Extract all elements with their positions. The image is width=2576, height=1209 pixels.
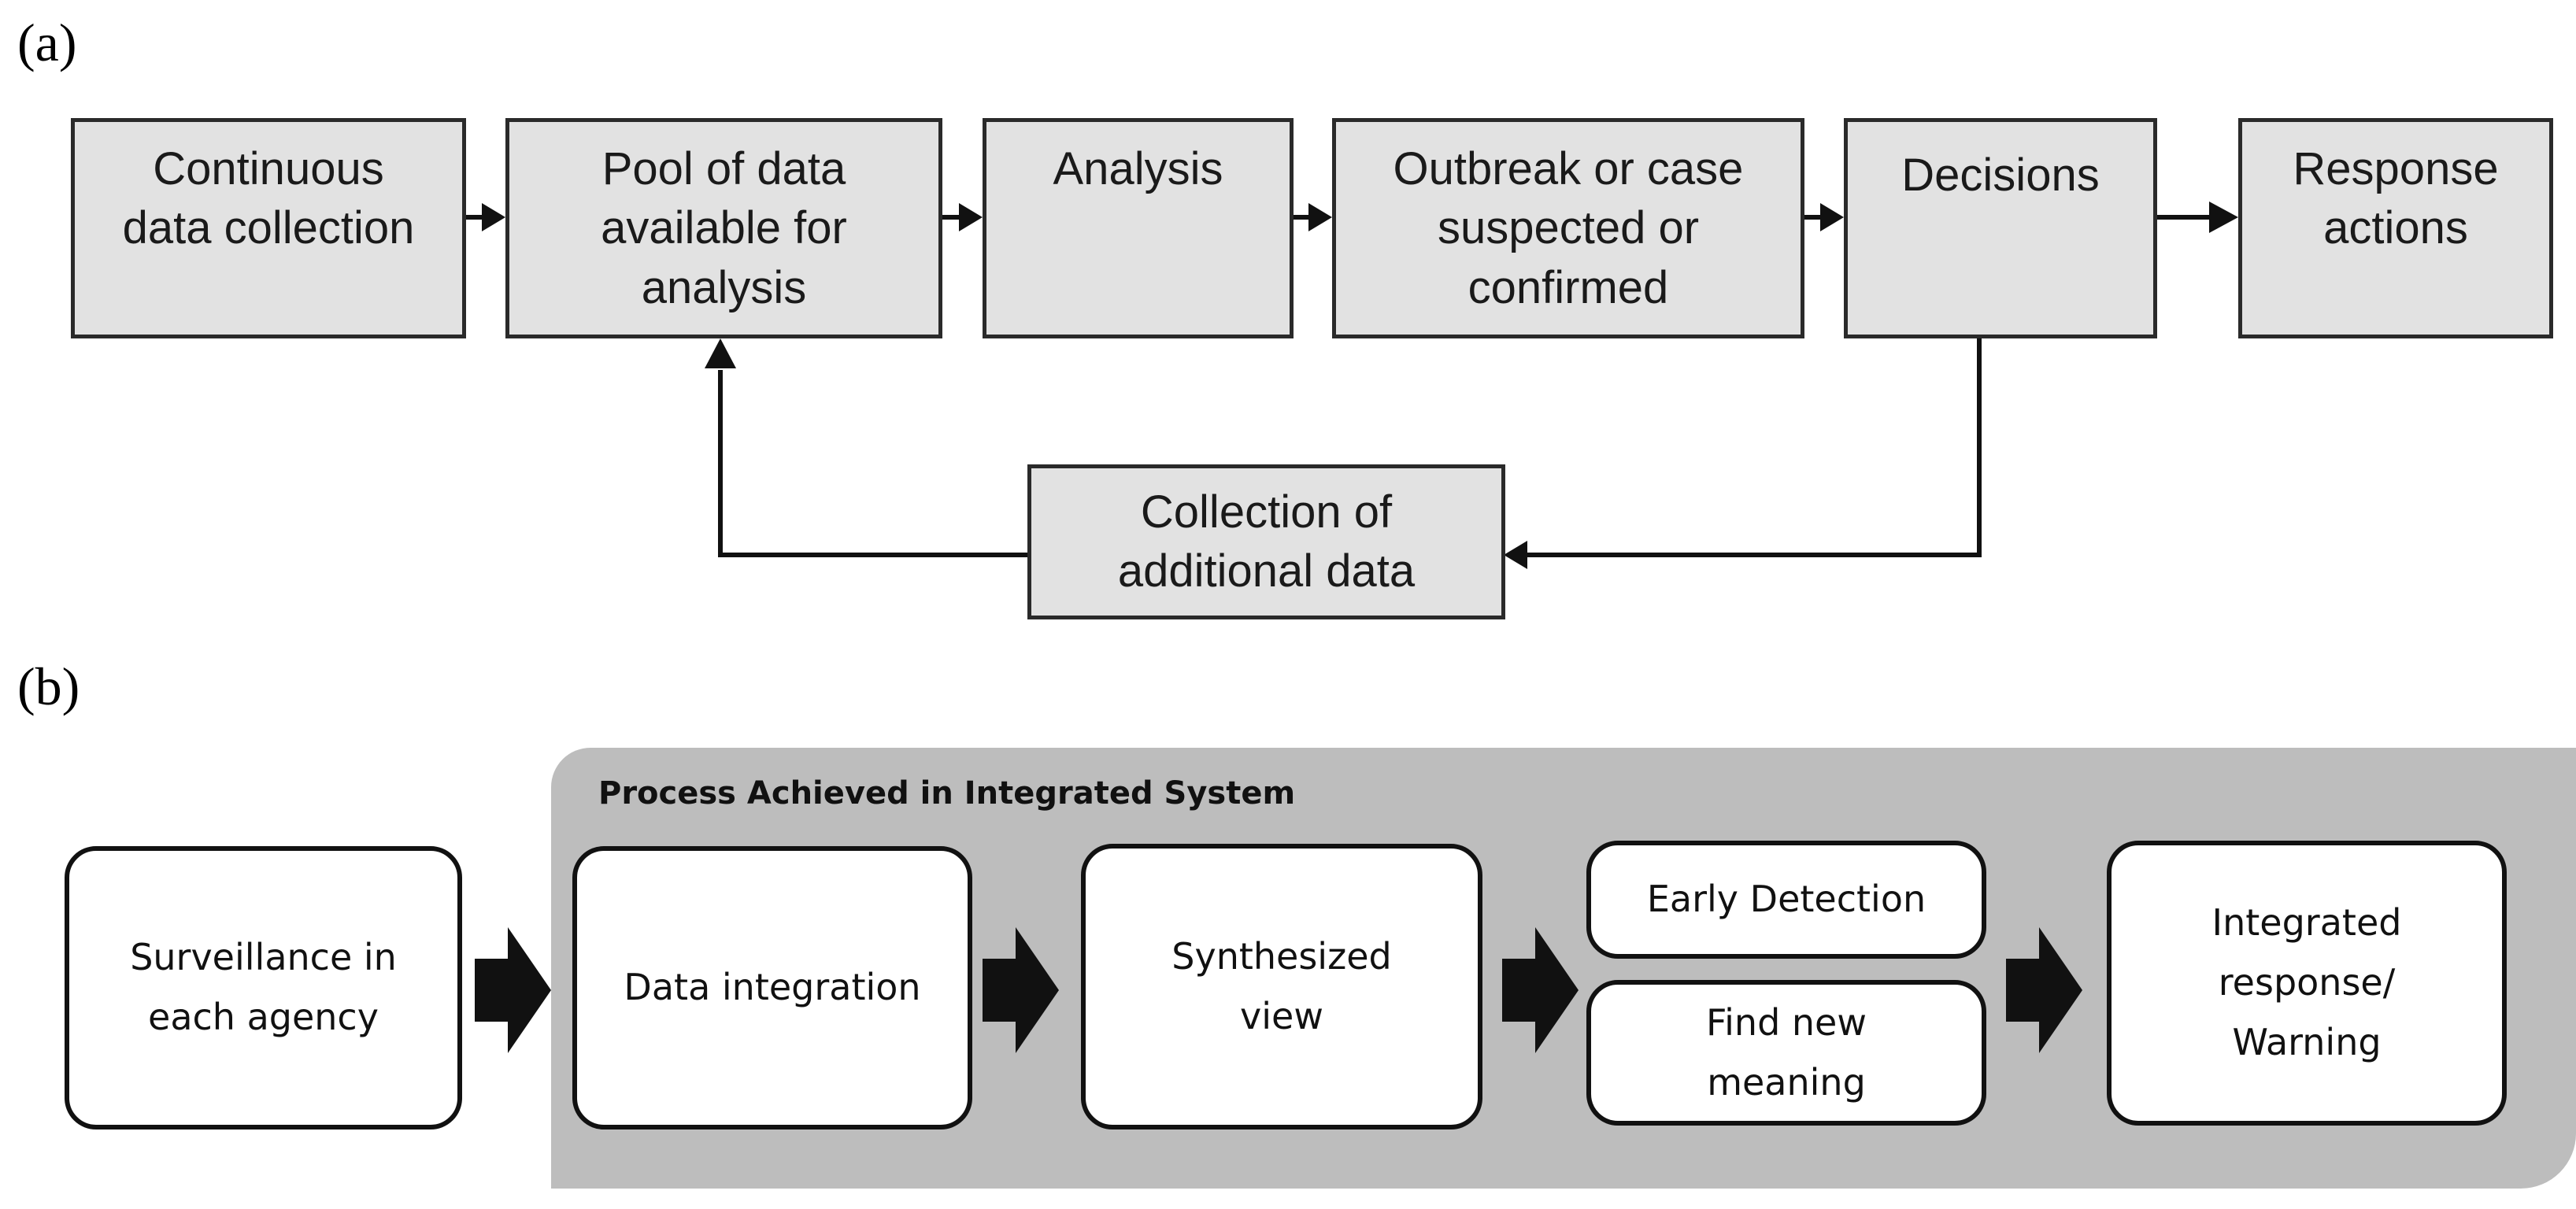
- arrowhead-analysis: [959, 203, 983, 231]
- arrowhead-outbreak: [1308, 203, 1332, 231]
- box-find-new-meaning: Find new meaning: [1586, 980, 1986, 1126]
- box-surveillance-each-agency: Surveillance in each agency: [65, 846, 462, 1130]
- box-pool-of-data: Pool of data available for analysis: [505, 118, 942, 338]
- block-arrow-2: [983, 927, 1059, 1053]
- box-continuous-data-collection: Continuous data collection: [71, 118, 466, 338]
- box-analysis: Analysis: [983, 118, 1294, 338]
- arrowhead-pool: [482, 203, 505, 231]
- arrowhead-response: [2209, 202, 2238, 233]
- arrowhead-pool-up: [705, 338, 736, 368]
- arrowhead-additional: [1504, 541, 1527, 569]
- box-synthesized-view: Synthesized view: [1081, 844, 1482, 1130]
- box-data-integration: Data integration: [572, 846, 972, 1130]
- box-collection-additional-data: Collection of additional data: [1027, 464, 1505, 619]
- block-arrow-1: [475, 927, 551, 1053]
- box-decisions: Decisions: [1844, 118, 2157, 338]
- box-outbreak-suspected-confirmed: Outbreak or case suspected or confirmed: [1332, 118, 1804, 338]
- box-integrated-response-warning: Integrated response/ Warning: [2107, 841, 2507, 1126]
- arrowhead-decisions: [1820, 203, 1844, 231]
- panel-a-label: (a): [17, 13, 77, 72]
- block-arrow-4: [2006, 927, 2082, 1053]
- panel-b-label: (b): [17, 656, 80, 716]
- block-arrow-3: [1502, 927, 1579, 1053]
- line-decisions-to-additional: [1519, 338, 1982, 557]
- box-early-detection: Early Detection: [1586, 841, 1986, 959]
- integrated-system-title: Process Achieved in Integrated System: [598, 775, 1296, 812]
- box-response-actions: Response actions: [2238, 118, 2553, 338]
- line-additional-to-pool: [718, 370, 1027, 557]
